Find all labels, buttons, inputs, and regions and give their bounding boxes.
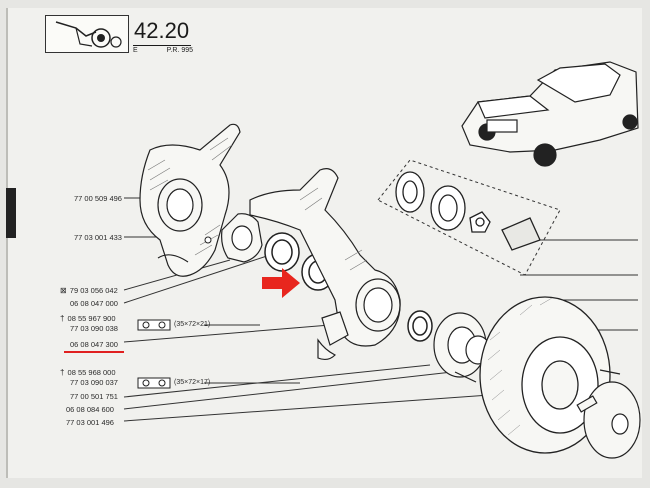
page-subheader: E P.R. 995 [133, 47, 193, 54]
part-number-with-symbol: ⊠ 79 03 056 042 [60, 286, 118, 295]
highlight-underline [64, 351, 124, 353]
page-number-rule [133, 45, 191, 46]
part-number: 08 55 968 000 [67, 368, 116, 377]
part-number-highlighted: 06 08 047 300 [70, 340, 118, 349]
highlight-arrow-icon [262, 268, 300, 298]
page-right-mark: P.R. 995 [166, 47, 193, 54]
part-number-with-symbol: † 08 55 967 900 [60, 314, 116, 323]
part-number-with-symbol: † 08 55 968 000 [60, 368, 116, 377]
part-number: 77 03 001 496 [66, 418, 114, 427]
part-number: 77 00 509 496 [74, 194, 122, 203]
part-number: 06 08 047 000 [70, 299, 118, 308]
page-number: 42.20 [134, 18, 190, 43]
page-left-mark: E [133, 47, 138, 54]
dagger-symbol: † [60, 368, 65, 377]
binding-tab [6, 188, 16, 238]
bearing-dimension: (35×72×17) [174, 379, 211, 386]
part-number: 77 03 090 038 [70, 324, 118, 333]
bearing-dimension: (35×72×21) [174, 321, 211, 328]
part-number: 06 08 084 600 [66, 405, 114, 414]
section-thumbnail [45, 15, 129, 53]
hub-thumbnail-icon [55, 21, 122, 48]
part-number: 77 03 001 433 [74, 233, 122, 242]
mark-symbol: ⊠ [60, 286, 67, 295]
part-number: 77 03 090 037 [70, 378, 118, 387]
part-number: 08 55 967 900 [67, 314, 116, 323]
part-number: 77 00 501 751 [70, 392, 118, 401]
dagger-symbol: † [60, 314, 65, 323]
part-number: 79 03 056 042 [69, 286, 118, 295]
